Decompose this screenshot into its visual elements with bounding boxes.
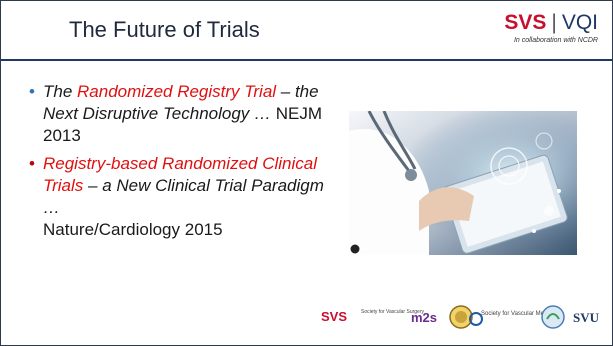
svm-ring-icon: [469, 312, 483, 326]
bullet-text: – a New Clinical Trial Paradigm …: [43, 176, 324, 217]
bullet-text-highlight: Registry-based Randomized Clinical Trial…: [43, 154, 318, 195]
vesa-logo-icon: [541, 305, 565, 329]
bullet-text: – the Next Disruptive Technology …: [43, 82, 319, 123]
svu-logo: SVU: [573, 310, 600, 325]
bullet-item: • Registry-based Randomized Clinical Tri…: [29, 153, 329, 241]
bullet-dot-icon: •: [29, 82, 35, 101]
svs-society-text: Society for Vascular Surgery: [361, 309, 424, 315]
doctor-tablet-photo: [349, 111, 577, 255]
title-rule: [1, 59, 612, 61]
svs-footer-logo: SVS: [321, 309, 348, 324]
bullet-citation: Nature/Cardiology 2015: [43, 220, 223, 239]
footer-logos: SVS Society for Vascular Surgery m2s Soc…: [321, 301, 611, 337]
logo-svs-text: SVS: [504, 11, 547, 34]
svm-logo: Society for Vascular Medicine: [469, 311, 560, 326]
slide-title: The Future of Trials: [69, 17, 260, 42]
logo-tagline: In collaboration with NCDR: [513, 37, 598, 44]
m2s-logo: m2s: [411, 310, 438, 325]
logo-separator: |: [551, 11, 557, 34]
seal-logo-icon: [449, 305, 473, 329]
svs-vqi-logo: SVS|VQI In collaboration with NCDR: [448, 11, 598, 55]
bullet-citation: NEJM 2013: [43, 104, 323, 145]
logo-vqi-text: VQI: [561, 11, 598, 34]
svm-text: Society for Vascular Medicine: [481, 311, 560, 317]
bullet-text-highlight: Randomized Registry Trial: [77, 82, 277, 101]
bullet-list: • The Randomized Registry Trial – the Ne…: [29, 81, 329, 247]
bullet-item: • The Randomized Registry Trial – the Ne…: [29, 81, 329, 147]
bullet-text: The: [43, 82, 78, 101]
bullet-dot-icon: •: [29, 154, 35, 173]
